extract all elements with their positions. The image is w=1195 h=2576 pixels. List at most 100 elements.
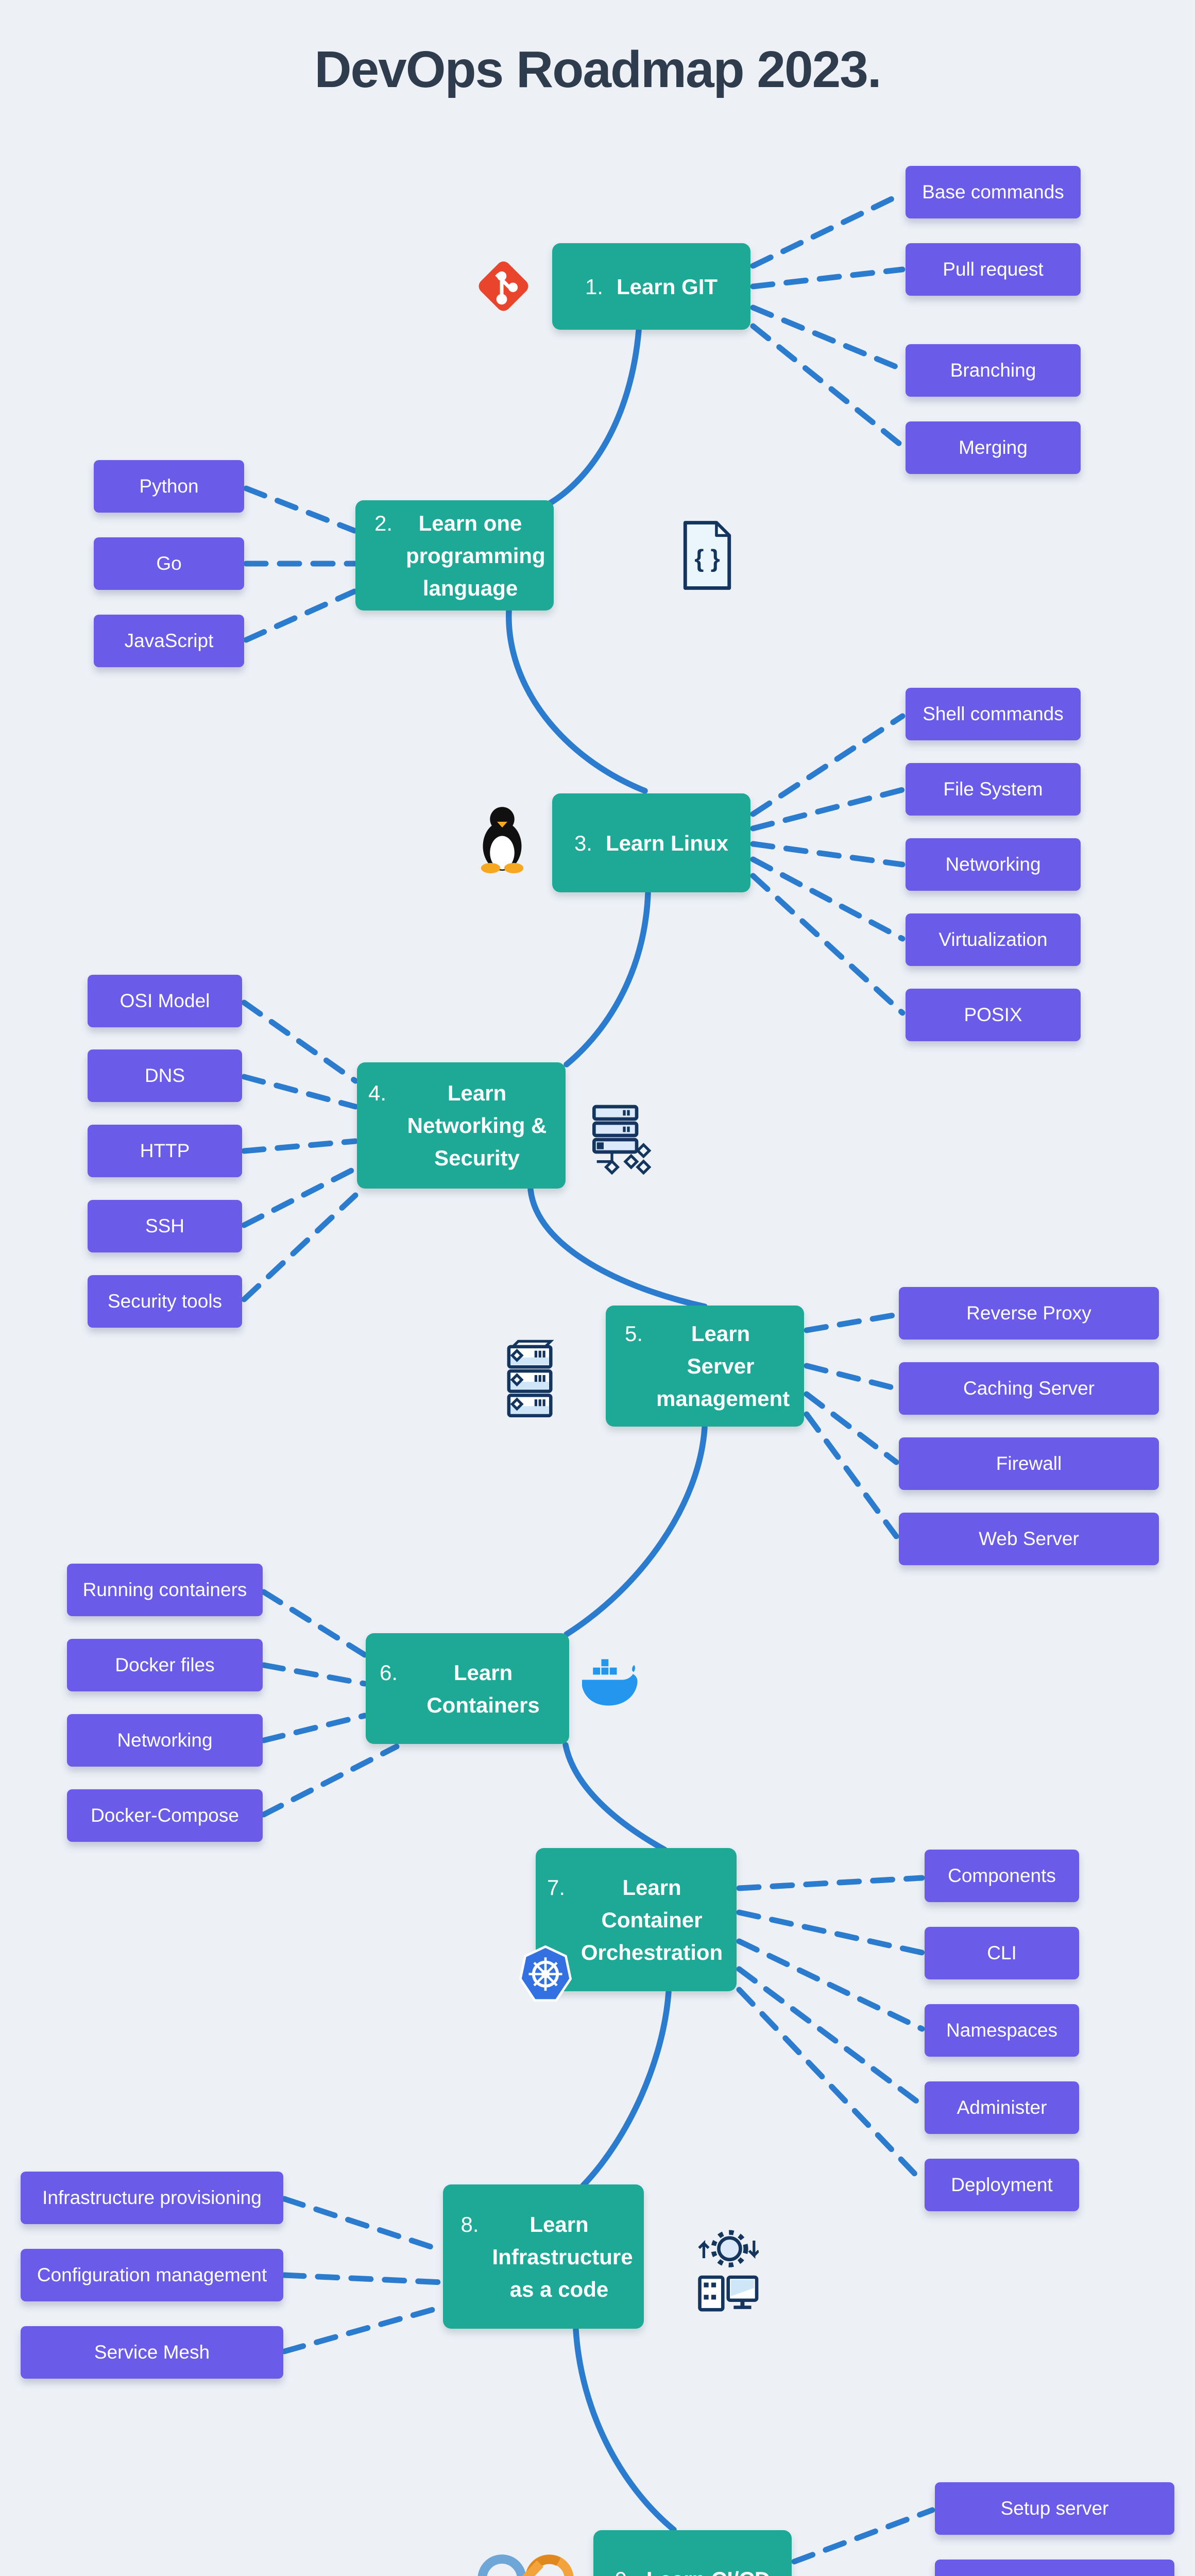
topic-label: Setup server xyxy=(1000,2498,1109,2519)
topic-label: Base commands xyxy=(922,181,1064,202)
topic-node: Base commands xyxy=(906,166,1081,218)
step-node-server-management: 5. Learn Server management xyxy=(606,1306,804,1427)
step-number: 9. xyxy=(615,2563,633,2576)
step-label: Learn Infrastructure as a code xyxy=(492,2212,633,2301)
topic-node: Shell commands xyxy=(906,688,1081,740)
topic-label: JavaScript xyxy=(124,630,214,651)
server-rack-icon xyxy=(505,1337,559,1425)
topic-node: SSH xyxy=(88,1200,242,1252)
step-node-containers: 6. Learn Containers xyxy=(366,1633,569,1744)
step-number: 7. xyxy=(547,1875,566,1900)
topic-node: Infrastructure provisioning xyxy=(21,2172,283,2224)
topic-node: Networking xyxy=(906,838,1081,891)
step-label: Learn one programming language xyxy=(406,511,545,600)
topic-label: Virtualization xyxy=(938,929,1048,950)
topic-label: Go xyxy=(156,553,182,574)
topic-label: Reverse Proxy xyxy=(966,1302,1091,1324)
topic-label: Networking xyxy=(117,1730,213,1751)
docker-whale-icon xyxy=(579,1658,639,1712)
step-label: Learn Networking & Security xyxy=(407,1081,547,1170)
topic-node: Integration xyxy=(935,2560,1174,2576)
topic-node: Web Server xyxy=(899,1513,1159,1565)
topic-node: Go xyxy=(94,537,244,590)
topic-node: Firewall xyxy=(899,1437,1159,1490)
topic-label: POSIX xyxy=(964,1004,1022,1025)
topic-label: Merging xyxy=(959,437,1028,458)
topic-node: HTTP xyxy=(88,1125,242,1177)
topic-node: Deployment xyxy=(925,2159,1079,2211)
topic-node: Reverse Proxy xyxy=(899,1287,1159,1340)
topic-node: JavaScript xyxy=(94,615,244,667)
page-title: DevOps Roadmap 2023. xyxy=(314,41,881,98)
topic-node: Merging xyxy=(906,421,1081,474)
automation-gear-icon xyxy=(694,2228,760,2316)
code-file-icon: { } xyxy=(681,519,733,594)
topic-node: Docker files xyxy=(67,1639,263,1691)
topic-label: File System xyxy=(943,778,1043,800)
topic-node: Security tools xyxy=(88,1275,242,1328)
step-node-networking-security: 4. Learn Networking & Security xyxy=(357,1062,566,1189)
step-node-learn-linux: 3.Learn Linux xyxy=(552,793,750,892)
topic-node: Components xyxy=(925,1850,1079,1902)
topic-node: Networking xyxy=(67,1714,263,1767)
topic-label: Networking xyxy=(945,854,1041,875)
git-icon xyxy=(474,257,533,318)
topic-node: OSI Model xyxy=(88,975,242,1027)
topic-label: Firewall xyxy=(996,1453,1062,1474)
topic-label: Integration xyxy=(1010,2575,1100,2576)
kubernetes-icon xyxy=(519,1945,572,2008)
topic-label: Shell commands xyxy=(923,703,1064,724)
topic-node: DNS xyxy=(88,1049,242,1102)
topic-node: Virtualization xyxy=(906,913,1081,966)
step-node-learn-git: 1. Learn GIT xyxy=(552,243,750,330)
step-number: 6. xyxy=(379,1660,398,1685)
step-number: 5. xyxy=(624,1321,643,1346)
svg-text:{ }: { } xyxy=(694,545,720,572)
topic-label: Security tools xyxy=(107,1291,223,1312)
topic-node: Setup server xyxy=(935,2482,1174,2535)
topic-node: POSIX xyxy=(906,989,1081,1041)
topic-label: Configuration management xyxy=(37,2264,267,2285)
topic-label: Docker-Compose xyxy=(91,1805,239,1826)
topic-label: HTTP xyxy=(140,1140,190,1161)
branch-dashed-lines xyxy=(241,191,935,2565)
topic-label: Pull request xyxy=(943,259,1044,280)
step-number: 2. xyxy=(374,511,393,535)
topic-node: Python xyxy=(94,460,244,513)
topic-label: Caching Server xyxy=(963,1378,1095,1399)
topic-label: Docker files xyxy=(115,1654,215,1675)
topic-node: File System xyxy=(906,763,1081,816)
network-security-icon xyxy=(591,1103,653,1177)
topic-node: Docker-Compose xyxy=(67,1789,263,1842)
step-node-programming-language: 2. Learn one programming language xyxy=(355,500,554,611)
topic-label: Web Server xyxy=(979,1528,1079,1549)
topic-node: Administer xyxy=(925,2081,1079,2134)
step-node-infrastructure-as-code: 8. Learn Infrastructure as a code xyxy=(443,2184,644,2329)
step-label: Learn CI/CD xyxy=(646,2563,770,2576)
topic-label: Service Mesh xyxy=(94,2342,210,2363)
step-number: 1. xyxy=(585,274,603,299)
step-number: 8. xyxy=(460,2212,479,2236)
topic-node: Caching Server xyxy=(899,1362,1159,1415)
main-flow-curve xyxy=(506,328,708,2533)
topic-label: Running containers xyxy=(82,1579,247,1600)
topic-label: Branching xyxy=(950,360,1036,381)
topic-label: Administer xyxy=(957,2097,1047,2118)
step-label: Learn GIT xyxy=(616,274,718,299)
step-label: Learn Server management xyxy=(656,1321,790,1411)
topic-label: Infrastructure provisioning xyxy=(42,2187,262,2208)
topic-label: OSI Model xyxy=(120,990,210,1011)
topic-label: Deployment xyxy=(951,2174,1053,2195)
step-number: 4. xyxy=(368,1081,387,1105)
step-node-cicd: 9. Learn CI/CD xyxy=(593,2530,792,2576)
step-label: Learn Containers xyxy=(426,1660,540,1717)
topic-node: Configuration management xyxy=(21,2249,283,2301)
topic-label: Python xyxy=(139,476,199,497)
step-label: Learn Container Orchestration xyxy=(581,1875,723,1964)
devops-infinity-icon xyxy=(473,2549,578,2576)
step-label: Learn Linux xyxy=(605,831,729,855)
topic-node: Service Mesh xyxy=(21,2326,283,2379)
topic-label: Components xyxy=(948,1865,1056,1886)
